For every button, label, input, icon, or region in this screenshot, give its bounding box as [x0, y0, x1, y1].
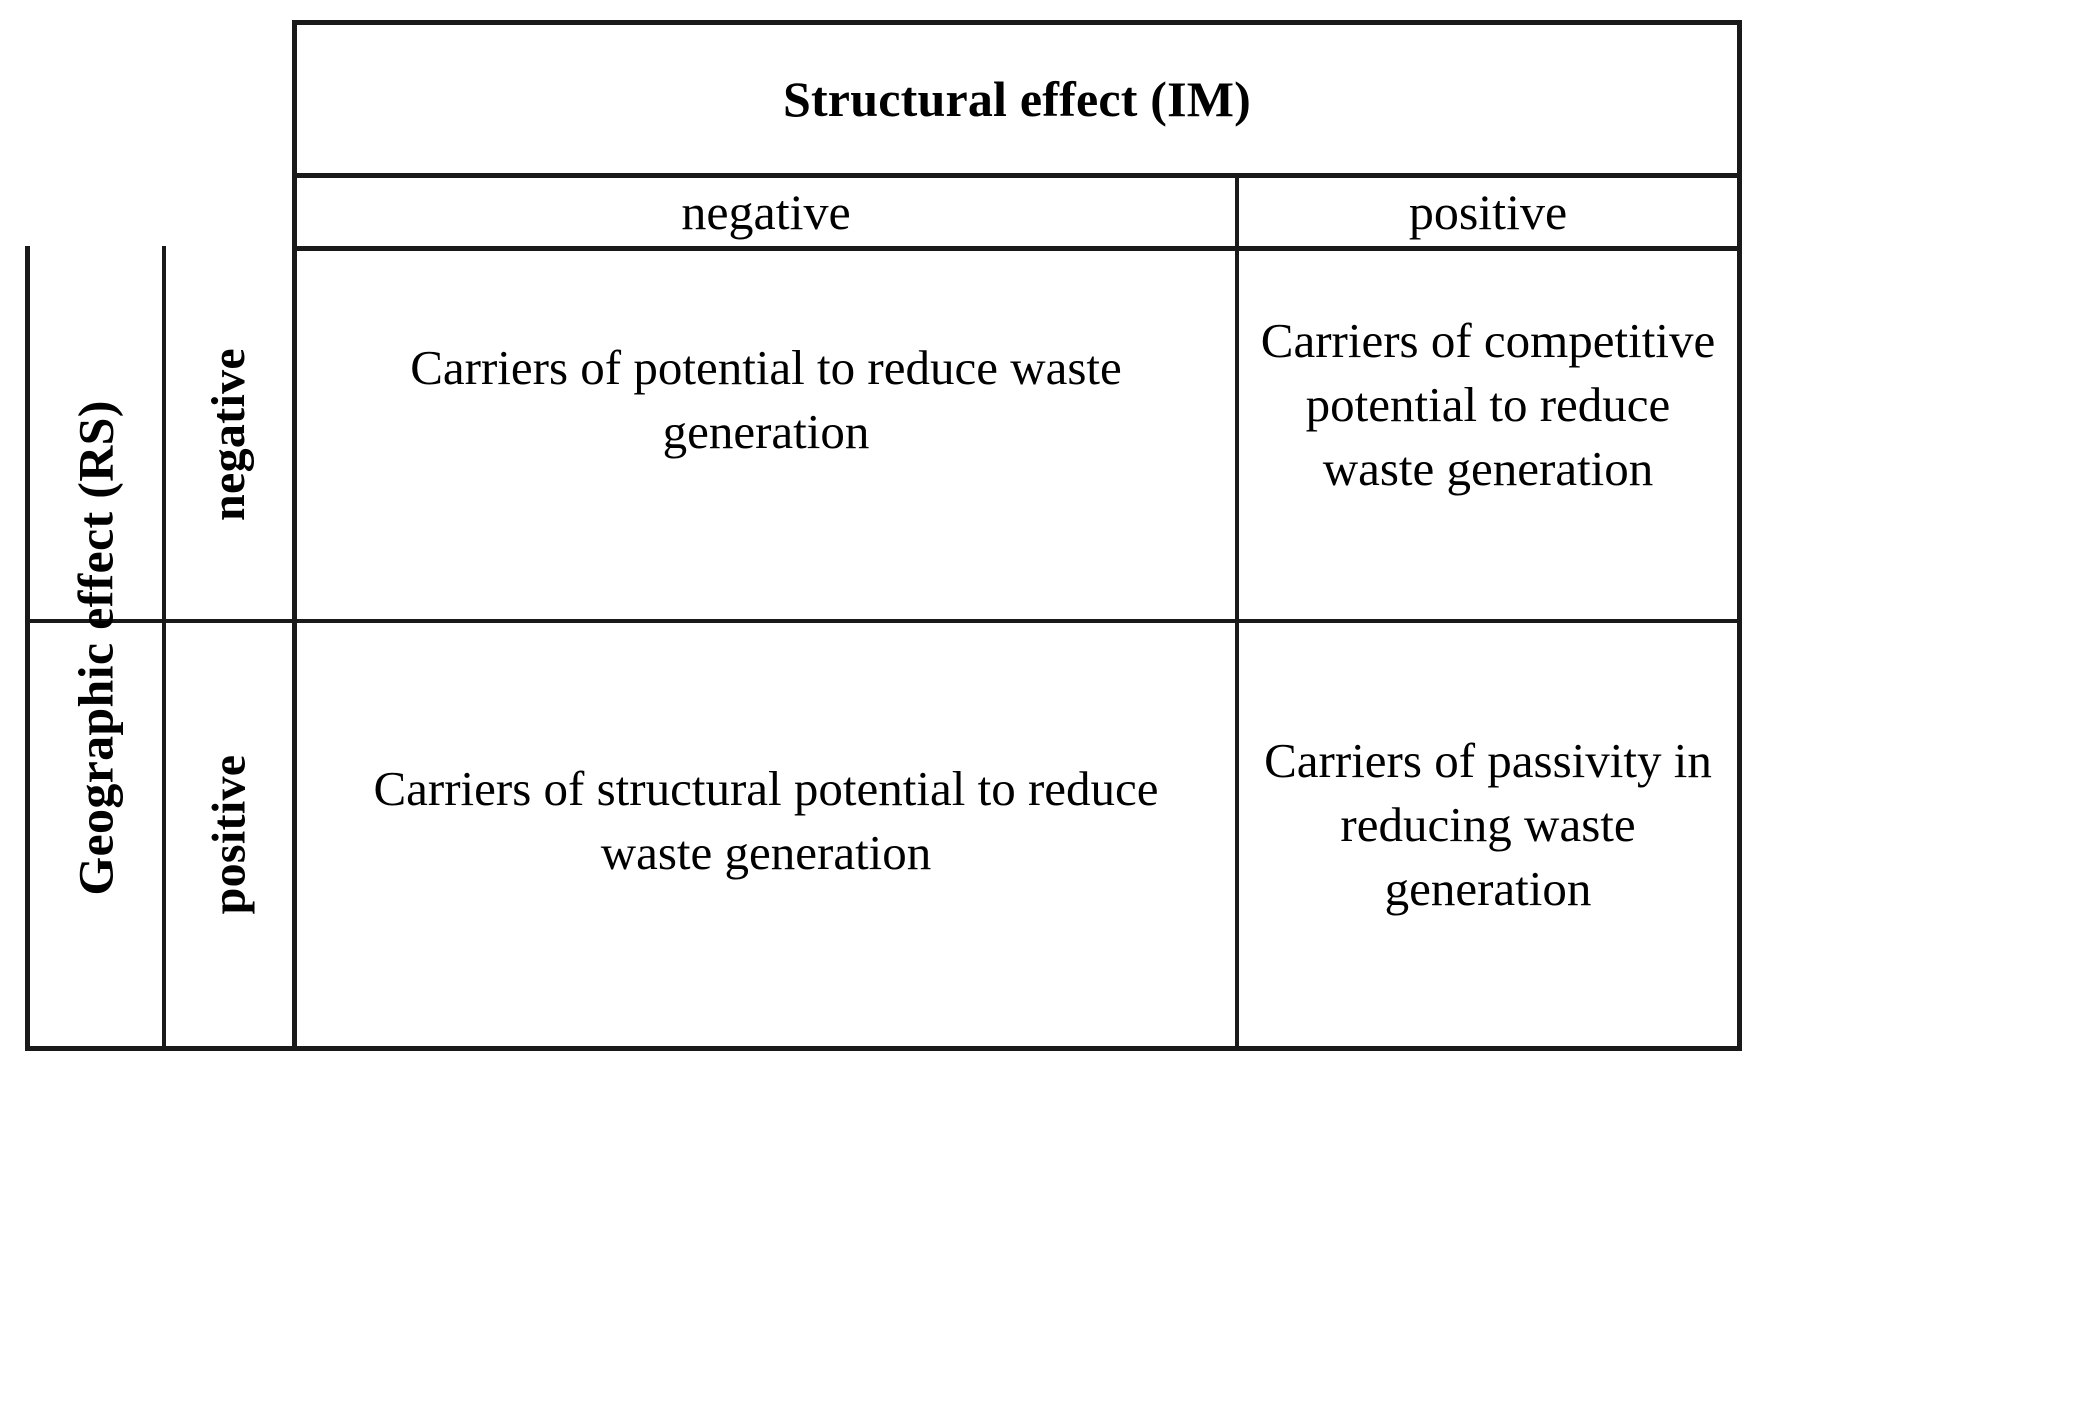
column-header-positive: positive — [1408, 183, 1568, 240]
table-right-border — [1737, 20, 1742, 1051]
column-group-header: Structural effect (IM) — [782, 70, 1252, 127]
column-group-header-bottom-rule — [295, 173, 1742, 178]
row-group-header: Geographic effect (RS) — [30, 249, 162, 1046]
row-group-header-label: Geographic effect (RS) — [68, 399, 125, 896]
column-divider-body — [1235, 246, 1239, 1051]
column-header-bottom-rule — [295, 246, 1742, 251]
column-header-negative: negative — [681, 183, 851, 240]
table-bottom-border — [25, 1046, 1742, 1051]
cell-positive-positive: Carriers of passivity in reducing waste … — [1264, 733, 1712, 916]
cell-positive-negative: Carriers of structural potential to redu… — [373, 761, 1159, 880]
row-label-body-divider — [292, 246, 297, 1051]
spine-row-label-divider — [162, 246, 166, 1051]
row-header-positive-label: positive — [202, 754, 256, 915]
table-top-border — [295, 20, 1742, 25]
header-left-border — [292, 20, 297, 248]
cell-negative-positive: Carriers of competitive potential to red… — [1260, 313, 1716, 496]
table-left-border — [25, 246, 30, 1051]
row-header-positive: positive — [166, 623, 292, 1046]
cell-negative-negative: Carriers of potential to reduce waste ge… — [410, 340, 1122, 459]
row-divider-rule — [25, 619, 1742, 623]
row-header-negative-label: negative — [202, 347, 256, 521]
column-divider-header — [1235, 176, 1239, 248]
row-header-negative: negative — [166, 249, 292, 619]
